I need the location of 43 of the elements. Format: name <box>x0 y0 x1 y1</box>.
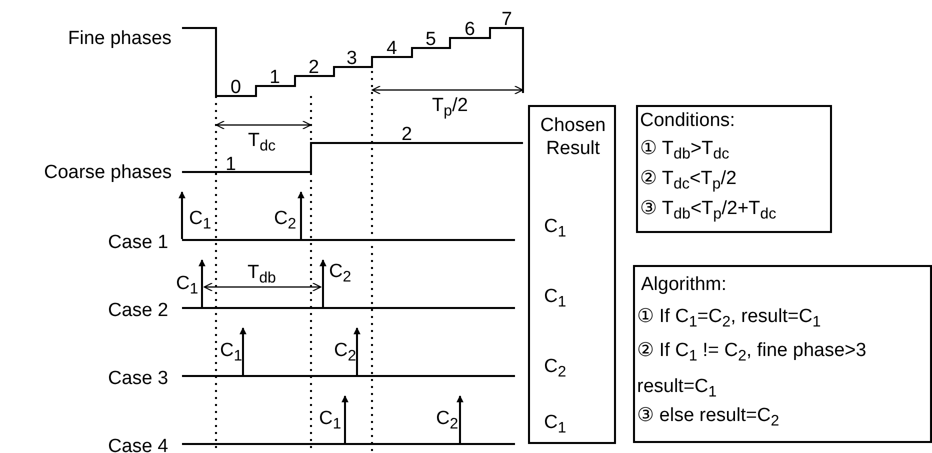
phase-number: 6 <box>464 20 476 38</box>
sample-label: C$_{2}$ <box>329 262 352 284</box>
condition-text: ① T$_{db}$>T$_{dc}$ <box>640 139 730 164</box>
box-heading: Conditions: <box>640 111 736 132</box>
result-column-box <box>528 105 616 444</box>
conditions-box <box>636 105 832 233</box>
phase-number: 5 <box>426 30 436 48</box>
phase-number: 2 <box>308 58 320 76</box>
phase-number: 0 <box>230 78 242 96</box>
sample-label: C$_{2}$ <box>436 408 458 432</box>
condition-text: ② T$_{dc}$<T$_{p}$/2 <box>640 169 737 194</box>
case-label: Case 1 <box>108 232 168 252</box>
phase-number: 3 <box>346 48 358 68</box>
result-value: C$_{2}$ <box>544 357 566 382</box>
dimension-label: T$_{db}$ <box>248 262 276 286</box>
sample-label: C$_{1}$ <box>220 340 242 364</box>
case-label: Case 2 <box>108 300 168 320</box>
case-label: Case 3 <box>108 368 168 388</box>
case-label: Case 4 <box>108 436 168 453</box>
sample-label: C$_{1}$ <box>189 208 212 232</box>
algorithm-box <box>633 265 932 443</box>
sample-label: C$_{2}$ <box>334 340 356 364</box>
box-heading: Algorithm: <box>641 275 727 296</box>
result-value: C$_{1}$ <box>544 287 566 312</box>
signal-name: Fine phases <box>68 28 172 48</box>
result-value: C$_{1}$ <box>544 413 566 438</box>
sample-label: C$_{1}$ <box>319 408 342 432</box>
phase-number: 1 <box>270 68 280 86</box>
rule-text: ③ else result=C$_{2}$ <box>637 406 780 430</box>
column-heading: Chosen Result <box>539 115 607 161</box>
dimension-label: T$_{dc}$ <box>248 130 276 154</box>
phase-number: 4 <box>386 38 398 58</box>
sample-label: C$_{1}$ <box>176 274 198 296</box>
dimension-label: T$_{p}$/2 <box>432 96 468 118</box>
signal-name: Coarse phases <box>44 162 172 182</box>
condition-text: ③ T$_{db}$<T$_{p}$/2+T$_{dc}$ <box>640 199 776 224</box>
rule-text: ① If C$_{1}$=C$_{2}$, result=C$_{1}$ <box>637 307 821 332</box>
rule-text: ② If C$_{1}$ != C$_{2}$, fine phase>3 result=C$_{1}$ <box>637 339 868 403</box>
sample-label: C$_{2}$ <box>274 208 296 232</box>
phase-number: 7 <box>502 10 512 28</box>
phase-number: 1 <box>226 154 236 174</box>
result-value: C$_{1}$ <box>544 217 566 242</box>
phase-number: 2 <box>402 124 412 144</box>
